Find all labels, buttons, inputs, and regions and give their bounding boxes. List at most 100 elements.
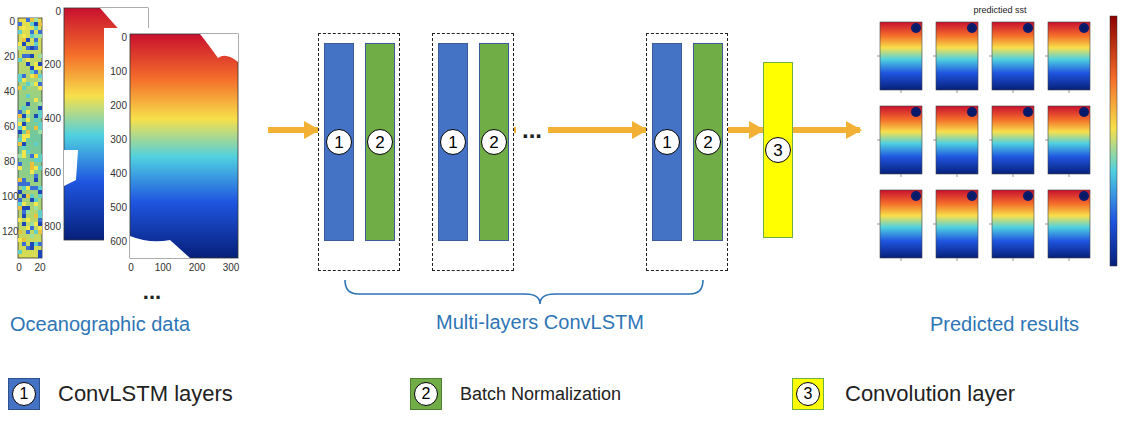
annotation: ... (143, 280, 161, 304)
noise-cell (26, 210, 30, 214)
axis-tick (1045, 140, 1048, 141)
noise-cell (34, 66, 38, 70)
convlstm-box: 1 (324, 43, 354, 241)
land-dot (911, 107, 921, 117)
noise-cell (34, 34, 38, 38)
land-dot (967, 191, 977, 201)
axis-tick (933, 140, 936, 141)
noise-cell (18, 58, 22, 62)
noise-heatmap (18, 18, 42, 258)
noise-cell (18, 202, 22, 206)
callout-number: 3 (765, 137, 791, 163)
noise-cell (26, 130, 30, 134)
axis-tick-label: 400 (110, 168, 127, 179)
predicted-map (880, 22, 922, 90)
noise-cell (18, 126, 22, 130)
noise-cell (38, 214, 42, 218)
annotation: Multi-layers ConvLSTM (436, 311, 644, 333)
land-dot (1079, 107, 1089, 117)
noise-cell (26, 194, 30, 198)
noise-cell (18, 46, 22, 50)
noise-cell (18, 206, 22, 210)
noise-cell (18, 78, 22, 82)
noise-cell (34, 142, 38, 146)
axis-tick-label: 60 (4, 121, 15, 132)
layer-group: 12 (318, 33, 400, 271)
noise-cell (34, 242, 38, 246)
predicted-map (880, 190, 922, 258)
land-dot (1023, 191, 1033, 201)
axis-tick (933, 56, 936, 57)
axis-tick-label: 40 (4, 86, 15, 97)
noise-cell (38, 242, 42, 246)
noise-cell (34, 82, 38, 86)
noise-cell (34, 62, 38, 66)
axis-tick-label: 100 (110, 66, 127, 77)
noise-cell (22, 134, 26, 138)
axis-tick-label: 20 (4, 51, 15, 62)
noise-cell (30, 234, 34, 238)
predicted-map (1048, 190, 1090, 258)
noise-cell (26, 150, 30, 154)
axis-tick-label: 200 (110, 100, 127, 111)
land-mask (130, 236, 190, 258)
noise-cell (18, 110, 22, 114)
noise-cell (34, 154, 38, 158)
noise-cell (38, 158, 42, 162)
layer-group: 12 (432, 33, 514, 271)
noise-cell (26, 230, 30, 234)
noise-cell (26, 246, 30, 250)
land-dot (1023, 23, 1033, 33)
noise-cell (38, 194, 42, 198)
noise-cell (22, 182, 26, 186)
land-dot (911, 191, 921, 201)
noise-cell (30, 34, 34, 38)
noise-cell (34, 98, 38, 102)
edge-label: ... (516, 117, 548, 143)
noise-cell (38, 66, 42, 70)
noise-cell (26, 82, 30, 86)
noise-cell (18, 238, 22, 242)
bracket (345, 280, 703, 304)
noise-cell (18, 138, 22, 142)
noise-cell (22, 86, 26, 90)
noise-cell (30, 194, 34, 198)
noise-cell (18, 182, 22, 186)
flow-arrow (728, 127, 763, 133)
legend-swatch: 3 (792, 378, 824, 410)
axis-tick-label: 400 (44, 113, 61, 124)
noise-cell (30, 46, 34, 50)
noise-cell (18, 118, 22, 122)
noise-cell (18, 86, 22, 90)
noise-cell (18, 30, 22, 34)
land-dot (1023, 107, 1033, 117)
land-mask (64, 150, 78, 186)
noise-cell (34, 166, 38, 170)
noise-cell (38, 74, 42, 78)
legend-text: Batch Normalization (460, 384, 621, 405)
axis-tick (1045, 56, 1048, 57)
noise-cell (34, 178, 38, 182)
axis-tick-label: 200 (189, 262, 206, 273)
noise-cell (18, 130, 22, 134)
noise-cell (34, 202, 38, 206)
noise-cell (38, 86, 42, 90)
predicted-map (936, 190, 978, 258)
axis-tick-label: 300 (223, 262, 240, 273)
noise-cell (34, 26, 38, 30)
noise-cell (30, 74, 34, 78)
noise-cell (18, 154, 22, 158)
callout-number: 2 (367, 129, 393, 155)
noise-cell (30, 18, 34, 22)
noise-cell (34, 118, 38, 122)
axis-tick-label: 200 (44, 59, 61, 70)
axis-tick-label: 0 (128, 262, 134, 273)
noise-cell (34, 42, 38, 46)
noise-cell (38, 54, 42, 58)
land-dot (967, 107, 977, 117)
noise-cell (30, 242, 34, 246)
noise-cell (38, 210, 42, 214)
predicted-maps (877, 22, 1090, 261)
axis-tick (1069, 258, 1070, 261)
